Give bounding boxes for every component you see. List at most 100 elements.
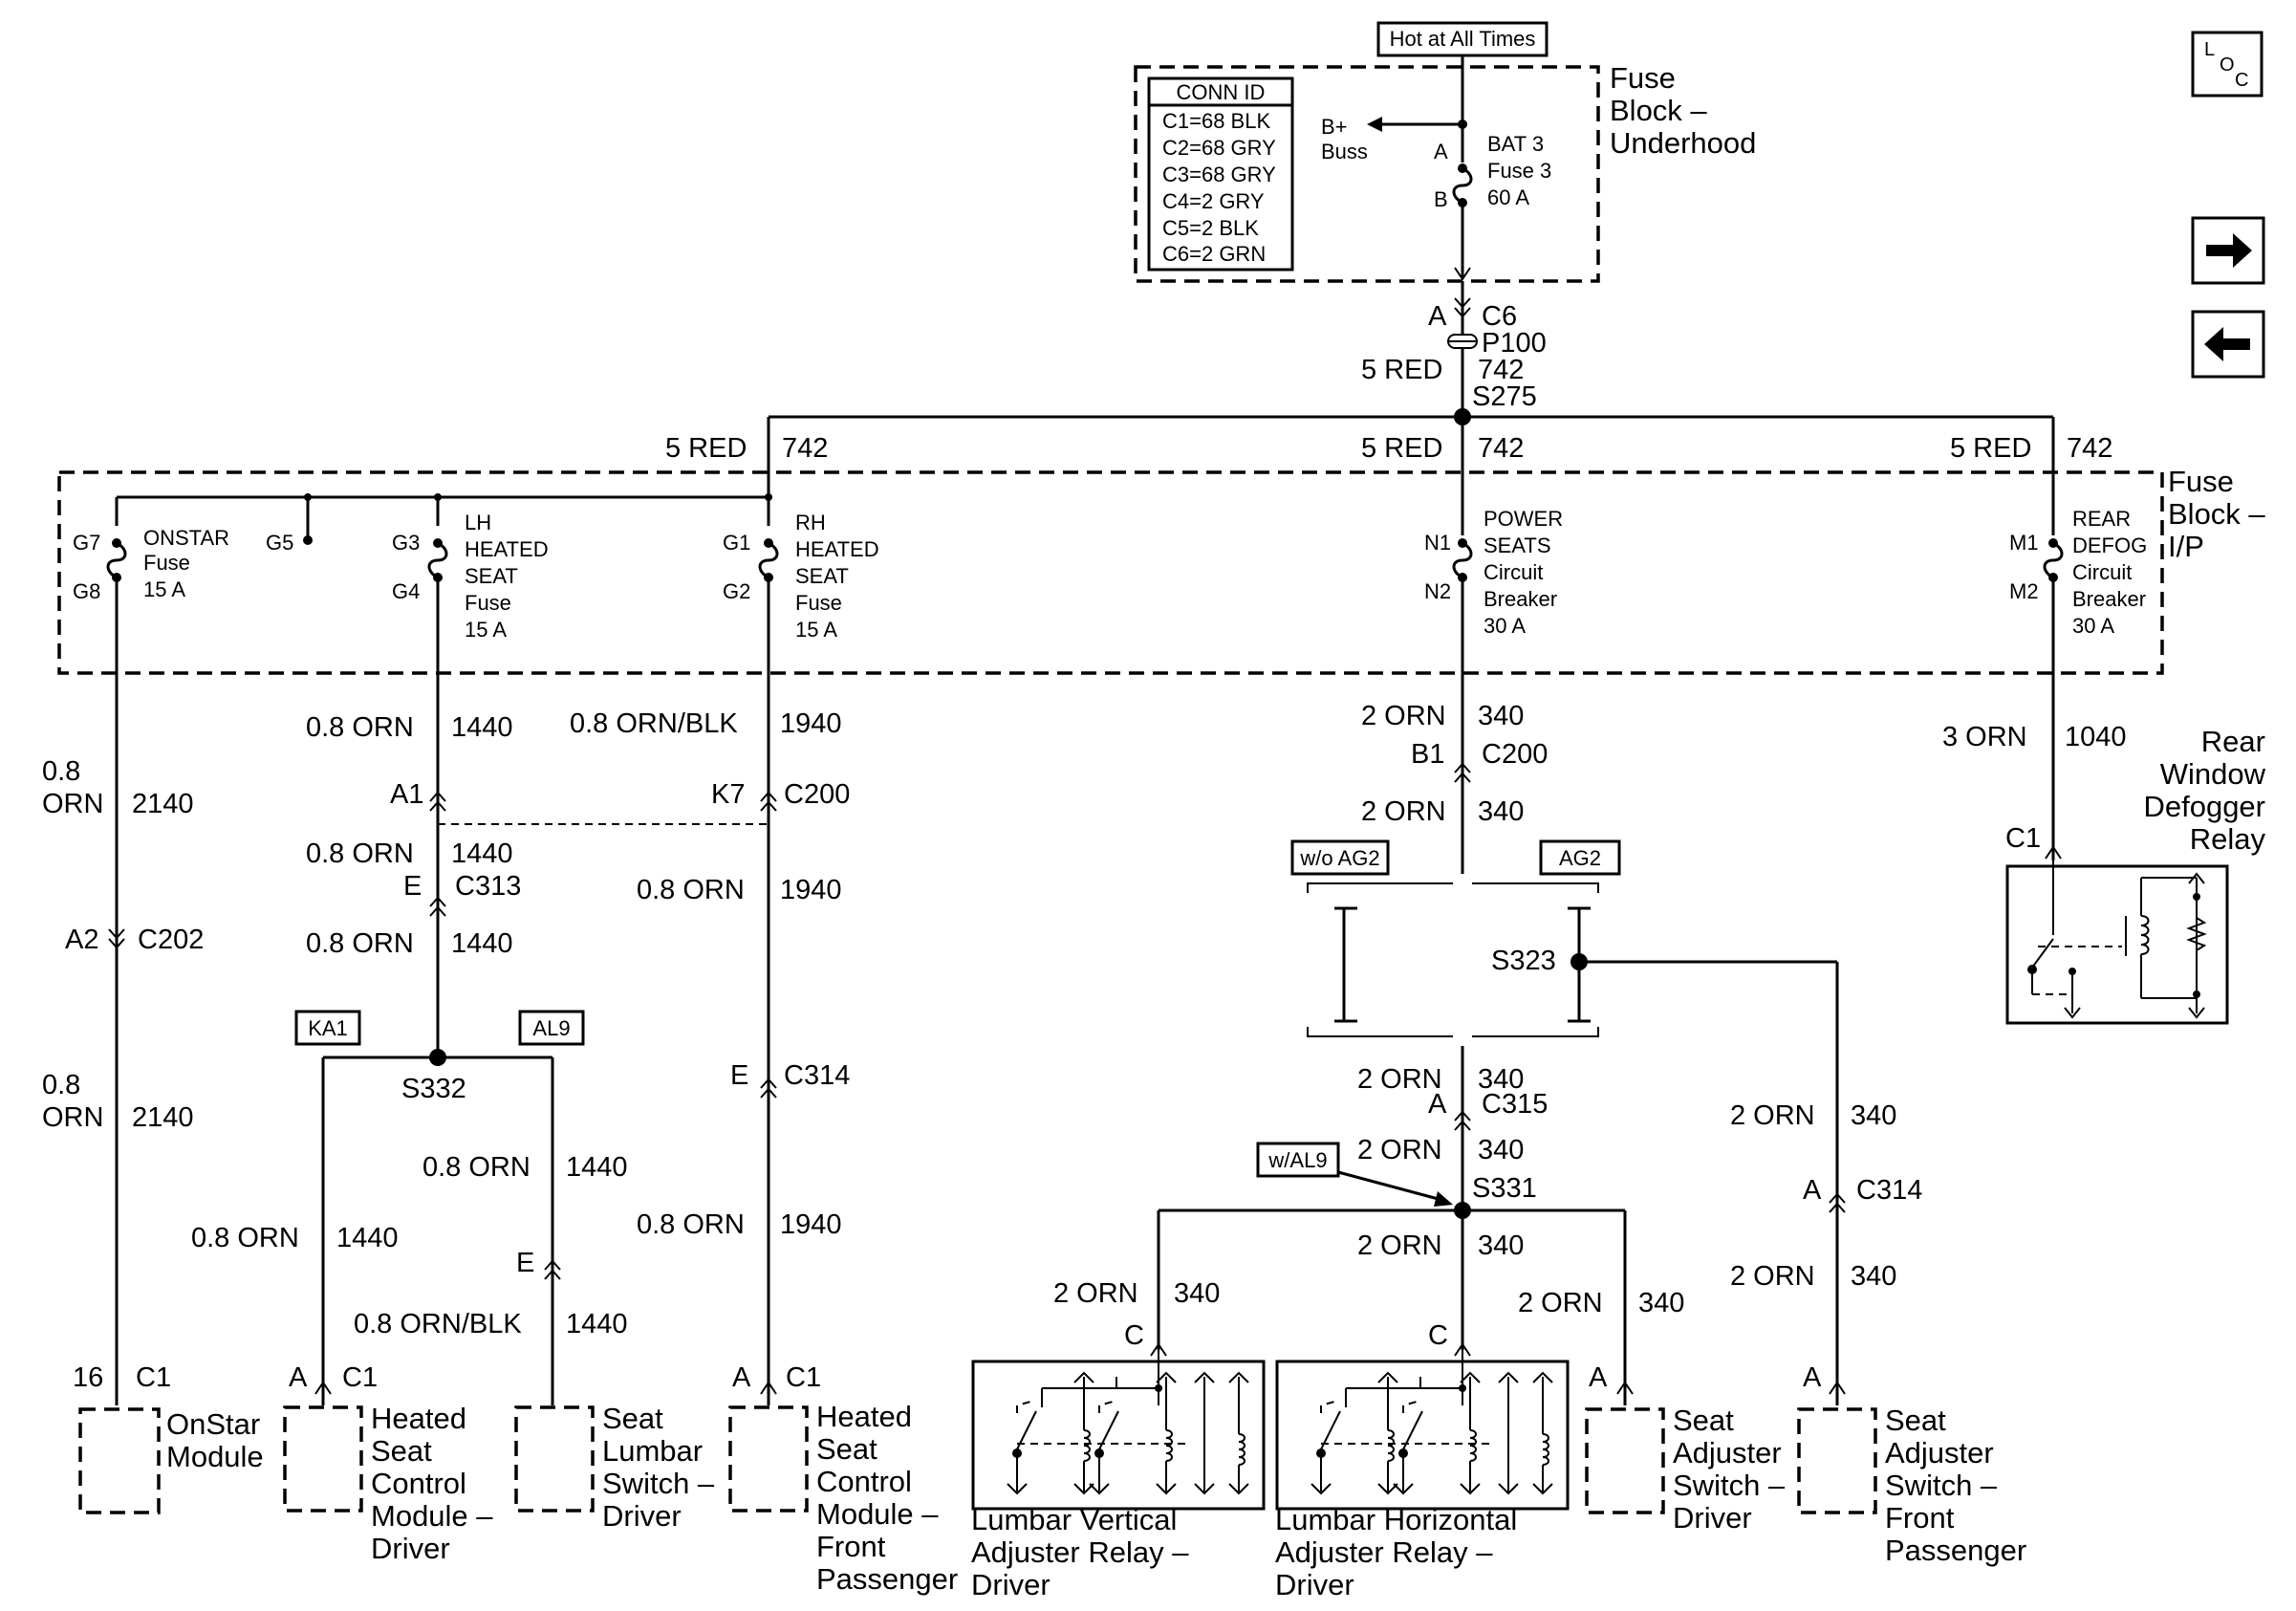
svg-text:M2: M2 xyxy=(2009,579,2039,603)
svg-text:Fuse: Fuse xyxy=(2168,465,2234,498)
svg-text:Adjuster: Adjuster xyxy=(1885,1436,1994,1469)
svg-text:Circuit: Circuit xyxy=(2072,560,2132,584)
svg-text:A: A xyxy=(1803,1362,1822,1393)
svg-text:ORN: ORN xyxy=(42,789,103,819)
svg-text:C: C xyxy=(1124,1320,1144,1351)
svg-text:Lumbar Horizontal: Lumbar Horizontal xyxy=(1275,1503,1517,1536)
svg-text:Driver: Driver xyxy=(371,1532,450,1565)
svg-text:C1: C1 xyxy=(342,1362,378,1393)
svg-text:5 RED: 5 RED xyxy=(1361,433,1442,464)
svg-text:C: C xyxy=(1428,1320,1448,1351)
svg-text:A1: A1 xyxy=(390,779,423,810)
svg-text:Module –: Module – xyxy=(371,1499,493,1533)
svg-text:0.8: 0.8 xyxy=(42,756,80,787)
svg-text:Driver: Driver xyxy=(1275,1568,1354,1601)
svg-text:Switch –: Switch – xyxy=(1673,1469,1786,1502)
svg-text:30 A: 30 A xyxy=(2072,614,2114,638)
svg-text:Seat: Seat xyxy=(602,1402,663,1435)
svg-text:K7: K7 xyxy=(711,779,745,810)
svg-text:3 ORN: 3 ORN xyxy=(1942,722,2027,752)
svg-text:C2=68 GRY: C2=68 GRY xyxy=(1162,136,1276,160)
option-woag2-badge xyxy=(1290,839,1390,876)
svg-text:w/AL9: w/AL9 xyxy=(1267,1148,1327,1172)
svg-text:16: 16 xyxy=(73,1362,103,1393)
power-seats-circuit: 2 ORN 340 B1 C200 2 ORN 340 w/o AG2 AG2 … xyxy=(971,577,2026,1601)
svg-text:60 A: 60 A xyxy=(1487,185,1529,209)
svg-text:742: 742 xyxy=(782,433,828,464)
svg-text:Hot at All Times: Hot at All Times xyxy=(1390,27,1536,51)
svg-text:Underhood: Underhood xyxy=(1610,126,1756,160)
svg-text:Rear: Rear xyxy=(2201,725,2265,758)
onstar-module-box xyxy=(78,1407,161,1514)
svg-text:Module: Module xyxy=(166,1440,264,1473)
svg-text:Passenger: Passenger xyxy=(1885,1534,2026,1567)
svg-text:Circuit: Circuit xyxy=(1484,560,1543,584)
svg-text:POWER: POWER xyxy=(1484,507,1563,531)
svg-text:C1=68 BLK: C1=68 BLK xyxy=(1162,109,1270,133)
arrow-left-icon[interactable] xyxy=(2191,310,2265,379)
svg-text:0.8 ORN: 0.8 ORN xyxy=(422,1152,531,1183)
svg-text:Front: Front xyxy=(816,1530,886,1563)
svg-text:LH: LH xyxy=(465,511,491,534)
svg-text:M1: M1 xyxy=(2009,531,2039,555)
svg-text:HEATED: HEATED xyxy=(795,537,879,561)
svg-text:2 ORN: 2 ORN xyxy=(1361,701,1446,731)
svg-text:0.8 ORN/BLK: 0.8 ORN/BLK xyxy=(354,1309,522,1339)
svg-text:2140: 2140 xyxy=(132,1102,194,1133)
svg-text:SEAT: SEAT xyxy=(465,564,518,588)
svg-text:0.8 ORN: 0.8 ORN xyxy=(306,712,414,743)
svg-text:Breaker: Breaker xyxy=(1484,587,1557,611)
svg-text:A: A xyxy=(289,1362,308,1393)
svg-text:2 ORN: 2 ORN xyxy=(1730,1100,1815,1131)
svg-text:C1: C1 xyxy=(2005,823,2041,854)
svg-text:340: 340 xyxy=(1478,1135,1524,1165)
svg-text:5 RED: 5 RED xyxy=(665,433,747,464)
svg-text:Seat: Seat xyxy=(816,1432,877,1466)
svg-text:I/P: I/P xyxy=(2168,530,2204,563)
svg-text:C200: C200 xyxy=(1482,739,1548,770)
seat-adjuster-switch-driver-box xyxy=(1585,1407,1665,1514)
svg-text:Fuse: Fuse xyxy=(795,591,842,615)
svg-text:0.8 ORN/BLK: 0.8 ORN/BLK xyxy=(570,708,738,739)
svg-text:CONN ID: CONN ID xyxy=(1177,80,1266,104)
svg-text:1440: 1440 xyxy=(451,928,513,959)
svg-text:0.8 ORN: 0.8 ORN xyxy=(306,928,414,959)
svg-text:G5: G5 xyxy=(266,531,293,555)
svg-text:Driver: Driver xyxy=(971,1568,1051,1601)
svg-text:Breaker: Breaker xyxy=(2072,587,2146,611)
svg-text:15 A: 15 A xyxy=(465,618,507,642)
svg-text:KA1: KA1 xyxy=(308,1016,348,1040)
svg-text:A2: A2 xyxy=(65,925,98,955)
svg-text:S332: S332 xyxy=(401,1074,466,1104)
loc-icon[interactable]: L O C xyxy=(2191,31,2264,98)
svg-text:2 ORN: 2 ORN xyxy=(1730,1261,1815,1292)
svg-text:C1: C1 xyxy=(136,1362,171,1393)
svg-text:G8: G8 xyxy=(73,579,100,603)
ip-fuse-block: Fuse Block – I/P 5 RED 742 5 RED 742 5 R… xyxy=(57,417,2265,675)
onstar-circuit: 0.8 ORN 2140 A2 C202 0.8 ORN 2140 16 C1 … xyxy=(42,577,264,1514)
svg-text:AG2: AG2 xyxy=(1559,846,1601,870)
svg-text:A: A xyxy=(1428,1089,1447,1120)
svg-text:L: L xyxy=(2204,39,2215,60)
svg-text:2 ORN: 2 ORN xyxy=(1357,1064,1442,1095)
arrow-right-icon[interactable] xyxy=(2191,216,2265,285)
svg-text:2 ORN: 2 ORN xyxy=(1357,1230,1442,1261)
svg-text:P100: P100 xyxy=(1482,328,1547,359)
svg-text:N2: N2 xyxy=(1424,579,1451,603)
heated-seat-module-passenger-box xyxy=(728,1405,809,1513)
svg-text:ONSTAR: ONSTAR xyxy=(143,526,229,550)
svg-text:DEFOG: DEFOG xyxy=(2072,533,2147,557)
svg-text:Buss: Buss xyxy=(1321,140,1368,163)
svg-text:Seat: Seat xyxy=(1673,1404,1734,1437)
svg-text:C315: C315 xyxy=(1482,1089,1548,1120)
svg-text:Switch –: Switch – xyxy=(602,1467,715,1500)
svg-text:w/o AG2: w/o AG2 xyxy=(1299,846,1379,870)
svg-text:A: A xyxy=(732,1362,751,1393)
svg-text:Driver: Driver xyxy=(1673,1501,1752,1535)
svg-text:1040: 1040 xyxy=(2065,722,2127,752)
seat-lumbar-switch-driver-box xyxy=(514,1405,595,1513)
svg-text:C6: C6 xyxy=(1482,301,1517,332)
svg-text:C314: C314 xyxy=(784,1060,850,1091)
svg-text:340: 340 xyxy=(1851,1100,1896,1131)
